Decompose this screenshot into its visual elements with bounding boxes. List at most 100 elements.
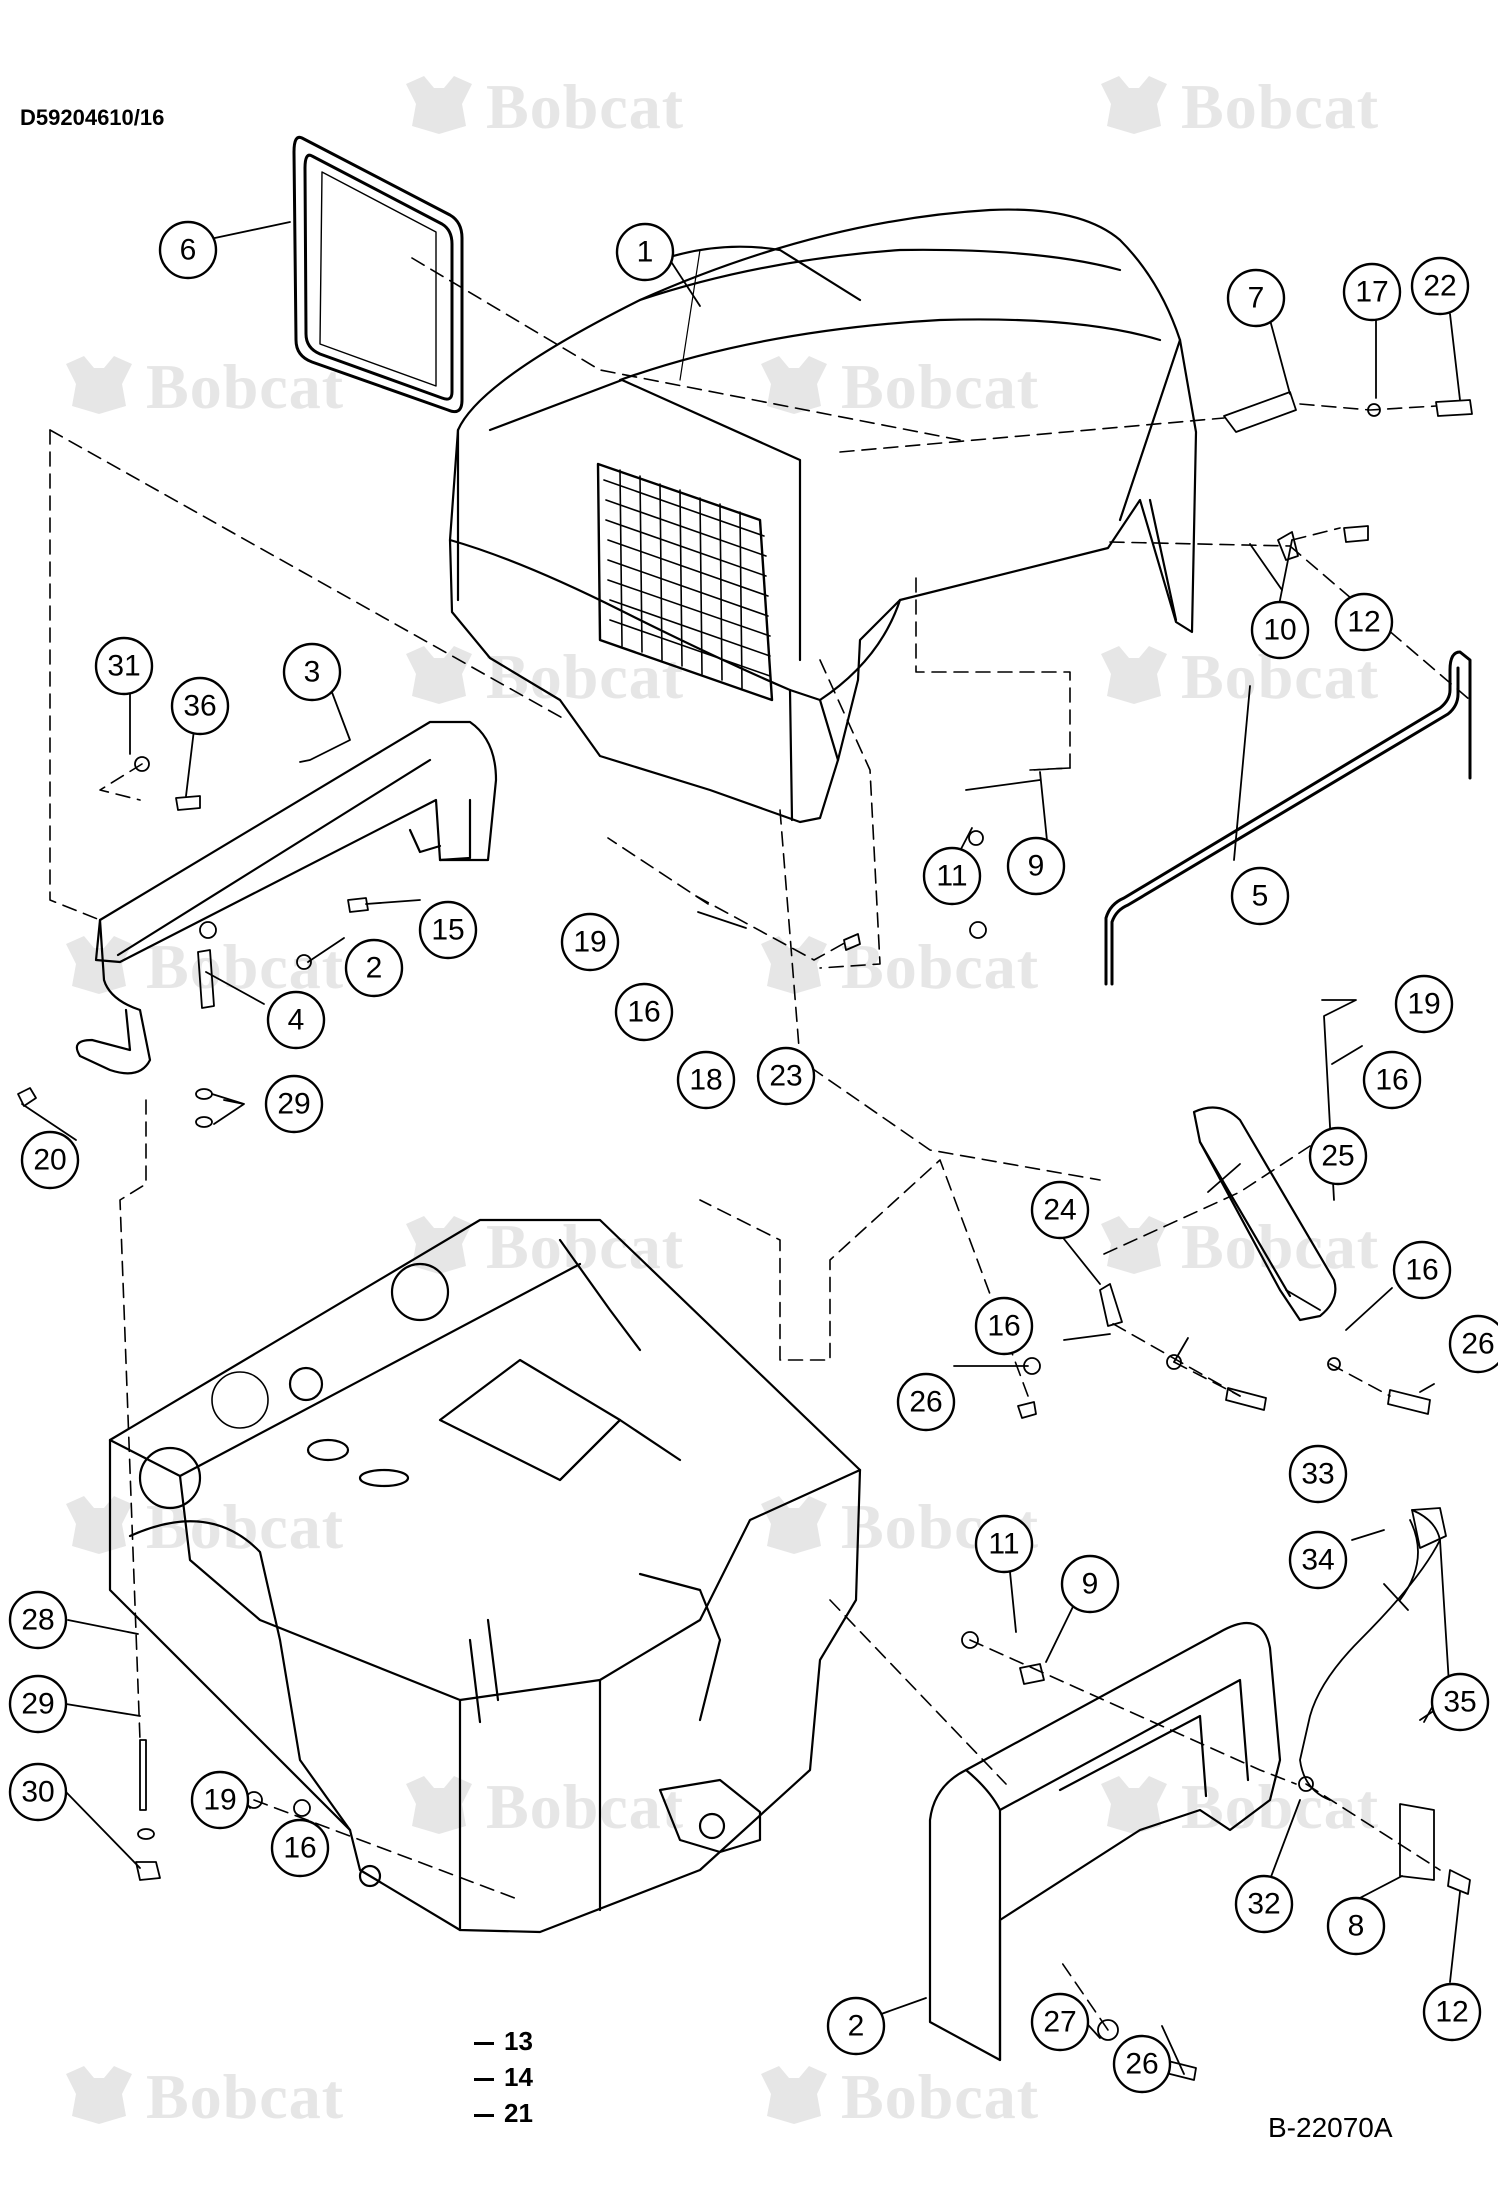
callout: 16 <box>974 1296 1034 1356</box>
callout-label: 32 <box>1247 1888 1280 1921</box>
watermark: Bobcat <box>60 2060 344 2134</box>
bobcat-logo-icon <box>761 2066 827 2124</box>
callout-label: 8 <box>1348 1910 1365 1943</box>
bobcat-logo-icon <box>761 356 827 414</box>
window-frame <box>292 135 464 414</box>
callout-label: 16 <box>1405 1254 1438 1287</box>
callout-label: 19 <box>203 1784 236 1817</box>
watermark-text: Bobcat <box>146 2061 344 2132</box>
callout: 26 <box>896 1372 956 1432</box>
bobcat-logo-icon <box>761 936 827 994</box>
legend-dash <box>474 2077 494 2081</box>
bobcat-logo-icon <box>1101 646 1167 704</box>
callout-label: 9 <box>1028 850 1045 883</box>
watermark-text: Bobcat <box>841 351 1039 422</box>
callout-label: 10 <box>1263 614 1296 647</box>
callout: 19 <box>1394 974 1454 1034</box>
callout: 26 <box>1448 1314 1498 1374</box>
seal-strip <box>1104 650 1472 986</box>
callout: 8 <box>1326 1896 1386 1956</box>
callout-label: 16 <box>627 996 660 1029</box>
callout-label: 23 <box>769 1060 802 1093</box>
bobcat-logo-icon <box>406 76 472 134</box>
legend-item: 21 <box>474 2098 533 2129</box>
callout: 2 <box>344 938 404 998</box>
watermark: Bobcat <box>400 70 684 144</box>
callout-label: 16 <box>283 1832 316 1865</box>
callout-label: 11 <box>936 860 967 893</box>
callout: 31 <box>94 636 154 696</box>
callout-label: 19 <box>573 926 606 959</box>
side-panel <box>928 1622 1282 2062</box>
watermark-text: Bobcat <box>486 1211 684 1282</box>
callout: 22 <box>1410 256 1470 316</box>
watermark-text: Bobcat <box>486 1771 684 1842</box>
callout: 5 <box>1230 866 1290 926</box>
legend-label: 14 <box>504 2062 533 2092</box>
watermark-text: Bobcat <box>1181 1211 1379 1282</box>
callout: 4 <box>266 990 326 1050</box>
callout: 19 <box>190 1770 250 1830</box>
bobcat-logo-icon <box>406 646 472 704</box>
callout-label: 36 <box>183 690 216 723</box>
callout-label: 20 <box>33 1144 66 1177</box>
callout: 3 <box>282 642 342 702</box>
curved-panel <box>1192 1106 1337 1322</box>
callout: 28 <box>8 1590 68 1650</box>
callout: 29 <box>8 1674 68 1734</box>
callout: 12 <box>1334 592 1394 652</box>
bobcat-logo-icon <box>66 2066 132 2124</box>
callout: 6 <box>158 220 218 280</box>
callout-label: 34 <box>1301 1544 1334 1577</box>
callout-label: 29 <box>21 1688 54 1721</box>
callout-label: 35 <box>1443 1686 1476 1719</box>
watermark: Bobcat <box>1095 70 1379 144</box>
watermark: Bobcat <box>60 1490 344 1564</box>
callout-label: 12 <box>1347 606 1380 639</box>
callout: 9 <box>1060 1554 1120 1614</box>
callout: 35 <box>1430 1672 1490 1732</box>
callout: 23 <box>756 1046 816 1106</box>
watermark: Bobcat <box>400 1770 684 1844</box>
callout-label: 33 <box>1301 1458 1334 1491</box>
bobcat-logo-icon <box>406 1776 472 1834</box>
callout: 12 <box>1422 1982 1482 2042</box>
callout: 34 <box>1288 1530 1348 1590</box>
legend-dash <box>474 2041 494 2045</box>
callout: 16 <box>1392 1240 1452 1300</box>
callout-label: 29 <box>277 1088 310 1121</box>
callout-label: 1 <box>637 236 654 269</box>
callout-label: 26 <box>1125 2048 1158 2081</box>
callout: 7 <box>1226 268 1286 328</box>
callout-label: 12 <box>1435 1996 1468 2029</box>
watermark: Bobcat <box>755 930 1039 1004</box>
grille-mesh <box>596 462 774 702</box>
leader-lines <box>21 221 1461 2075</box>
watermark-text: Bobcat <box>146 1491 344 1562</box>
legend-label: 21 <box>504 2098 533 2128</box>
callout-label: 4 <box>288 1004 305 1037</box>
callout-label: 25 <box>1321 1140 1354 1173</box>
bobcat-logo-icon <box>1101 76 1167 134</box>
callout: 10 <box>1250 600 1310 660</box>
callout: 33 <box>1288 1444 1348 1504</box>
bobcat-logo-icon <box>66 936 132 994</box>
callout-label: 16 <box>1375 1064 1408 1097</box>
callout: 30 <box>8 1762 68 1822</box>
callout: 11 <box>974 1514 1034 1574</box>
hood-canopy <box>448 208 1198 824</box>
bobcat-logo-icon <box>66 356 132 414</box>
callout-label: 19 <box>1407 988 1440 1021</box>
chassis-frame <box>108 1218 862 1934</box>
callout: 1 <box>615 222 675 282</box>
callout-label: 16 <box>987 1310 1020 1343</box>
watermark-text: Bobcat <box>841 2061 1039 2132</box>
bobcat-logo-icon <box>1101 1776 1167 1834</box>
callout-label: 2 <box>848 2010 865 2043</box>
callout-label: 24 <box>1043 1194 1076 1227</box>
legend-label: 13 <box>504 2026 533 2056</box>
callout-label: 5 <box>1252 880 1269 913</box>
